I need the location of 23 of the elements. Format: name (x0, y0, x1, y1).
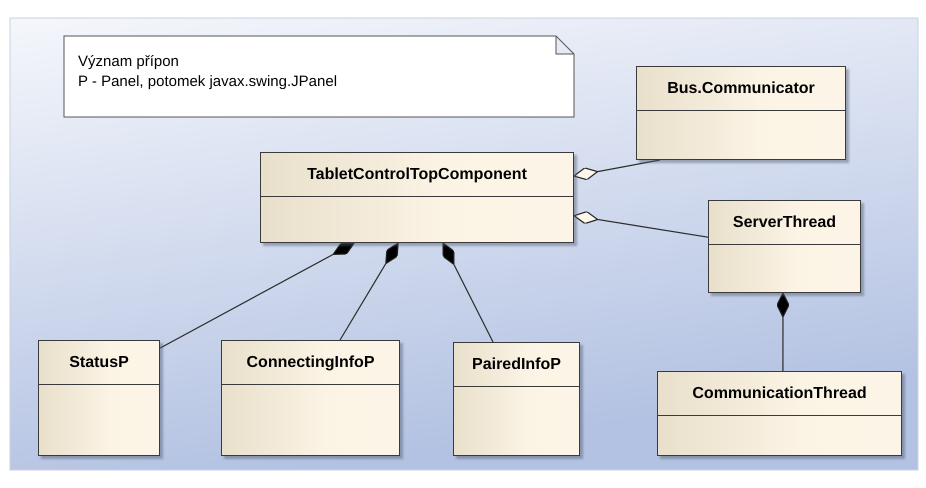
class-box (708, 200, 861, 293)
aggregation-line (573, 211, 708, 238)
class-box (38, 340, 160, 456)
class-box (657, 371, 902, 456)
class-box (453, 342, 580, 456)
composition-line (776, 292, 790, 371)
note-text: P - Panel, potomek javax.swing.JPanel (78, 72, 338, 92)
composition-line (442, 242, 494, 342)
class-name: PairedInfoP (454, 343, 579, 387)
class-name: TabletControlTopComponent (261, 153, 573, 197)
class-box (260, 152, 574, 243)
class-name: StatusP (39, 341, 159, 385)
class-box (636, 66, 846, 160)
aggregation-line (573, 159, 660, 180)
note-text: Význam přípon (78, 52, 180, 72)
class-name: ServerThread (709, 201, 860, 245)
class-name: Bus.Communicator (637, 67, 845, 111)
composition-line (160, 242, 355, 349)
class-box (221, 340, 400, 456)
class-name: CommunicationThread (658, 372, 901, 416)
class-name: ConnectingInfoP (222, 341, 399, 385)
note-box (64, 36, 574, 117)
composition-line (340, 242, 399, 340)
